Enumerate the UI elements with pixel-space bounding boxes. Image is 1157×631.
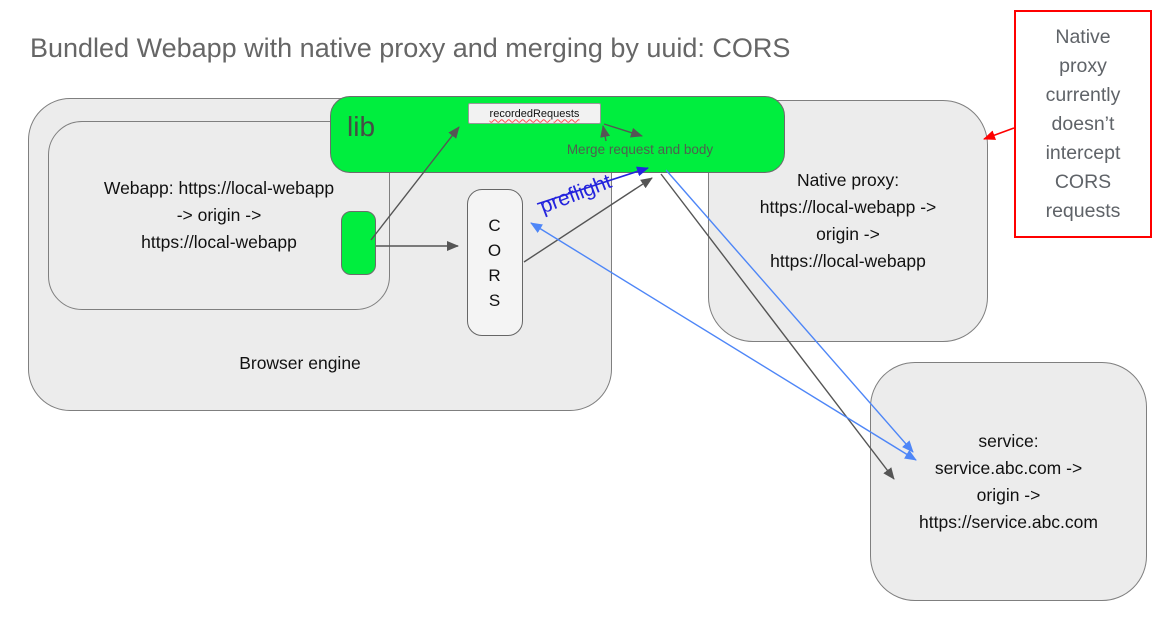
lib-label: lib: [347, 111, 376, 142]
recorded-requests-box: recordedRequests: [468, 103, 601, 124]
service-box: service: service.abc.com -> origin -> ht…: [870, 362, 1147, 601]
webapp-line-2: -> origin ->: [176, 205, 262, 225]
service-line-3: origin ->: [976, 484, 1041, 505]
diagram-title: Bundled Webapp with native proxy and mer…: [30, 33, 791, 63]
webapp-line-3: https://local-webapp: [141, 232, 297, 252]
merge-request-label: Merge request and body: [566, 142, 714, 157]
service-line-2: service.abc.com ->: [934, 457, 1083, 478]
cors-letter-c: C: [488, 215, 502, 235]
recorded-requests-label: recordedRequests: [489, 107, 580, 120]
native-proxy-line-1: Native proxy:: [796, 170, 900, 190]
service-line-1: service:: [978, 430, 1039, 451]
native-proxy-line-3: origin ->: [816, 224, 880, 244]
note-text: Native proxy currently doesn’t intercept…: [1045, 25, 1121, 222]
native-proxy-line-4: https://local-webapp: [770, 251, 926, 271]
webapp-lib-component-shape: [341, 211, 376, 275]
service-line-4: https://service.abc.com: [919, 511, 1098, 532]
cors-letter-r: R: [488, 265, 502, 285]
native-proxy-line-2: https://local-webapp ->: [759, 197, 937, 217]
cors-letter-s: S: [488, 290, 502, 310]
webapp-line-1: Webapp: https://local-webapp: [103, 178, 335, 198]
cors-box: C O R S: [467, 189, 523, 336]
browser-engine-label: Browser engine: [239, 353, 361, 373]
cors-letter-o: O: [487, 240, 503, 260]
arrow-note-to-native-proxy: [983, 127, 1015, 140]
note-box: Native proxy currently doesn’t intercept…: [1014, 10, 1152, 238]
